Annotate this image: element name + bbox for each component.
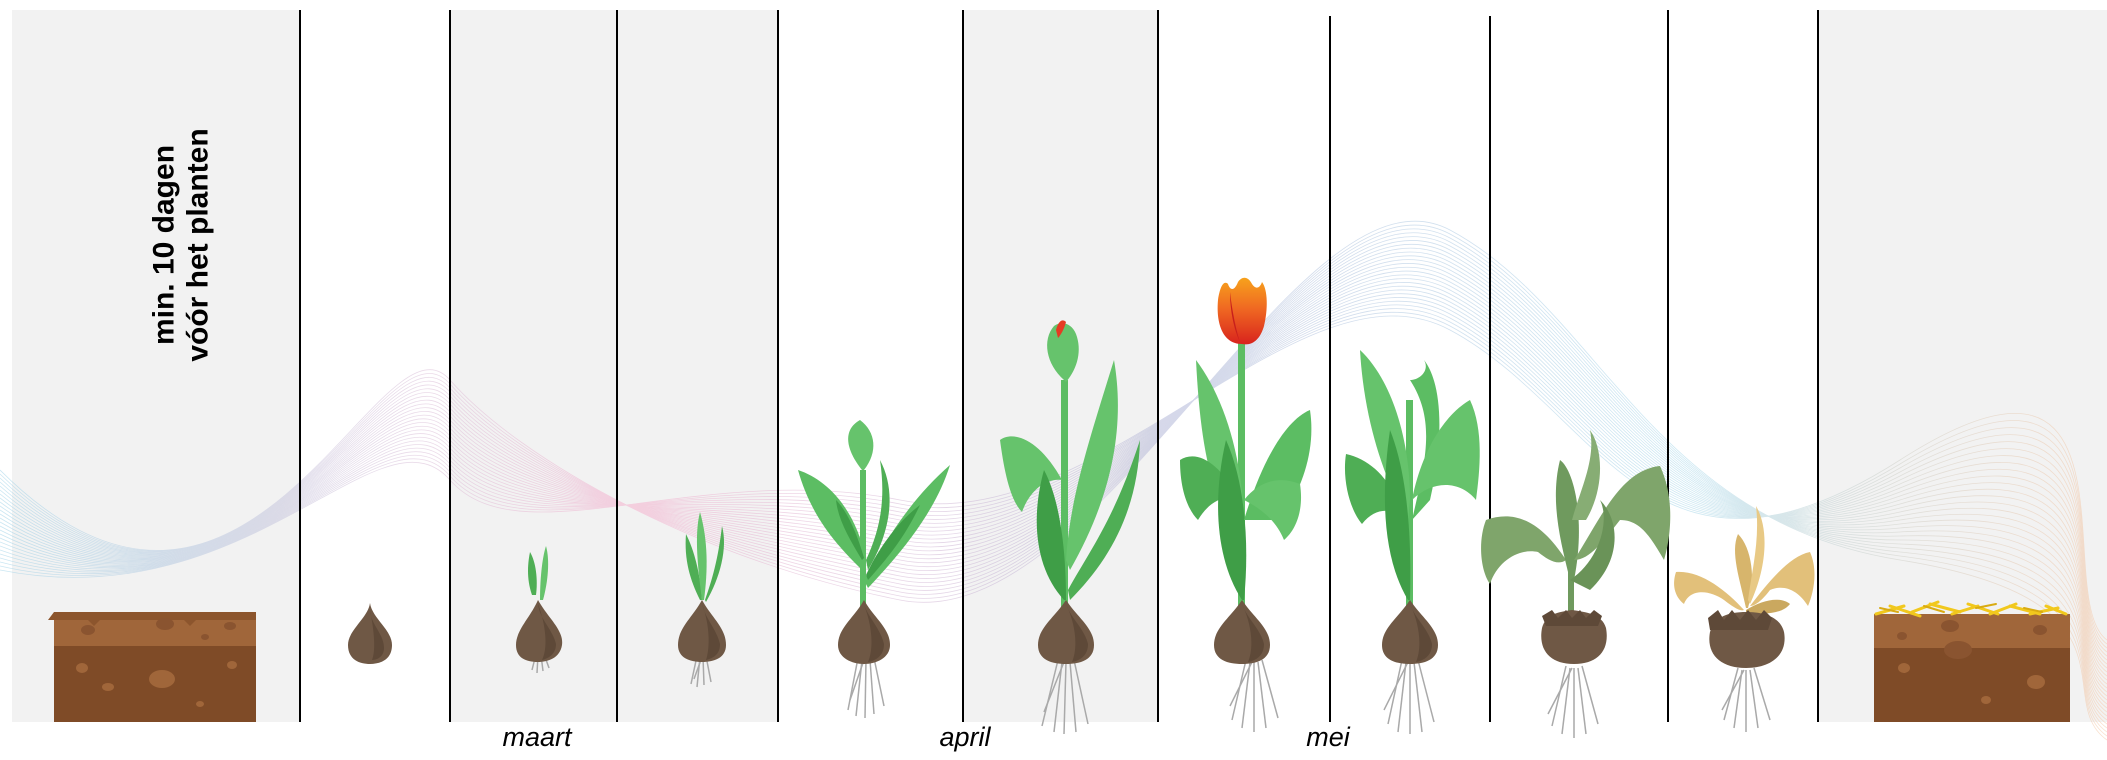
stage-soil-prepared <box>48 612 256 722</box>
planting-note: min. 10 dagen vóór het planten <box>152 10 212 480</box>
stage-dried <box>1674 506 1814 732</box>
stage-bulb-planted <box>348 603 392 664</box>
panel-3 <box>450 10 778 722</box>
month-label-maart: maart <box>502 722 571 753</box>
stage-wilting <box>1481 430 1670 738</box>
stage-soil-covered <box>1874 602 2070 722</box>
month-label-mei: mei <box>1306 722 1350 753</box>
stage-after-bloom <box>1345 350 1480 734</box>
planting-note-line-2: vóór het planten <box>182 128 216 361</box>
stage-young-leaves <box>798 420 950 718</box>
planting-note-line-1: min. 10 dagen <box>148 128 182 361</box>
month-label-april: april <box>939 722 990 753</box>
